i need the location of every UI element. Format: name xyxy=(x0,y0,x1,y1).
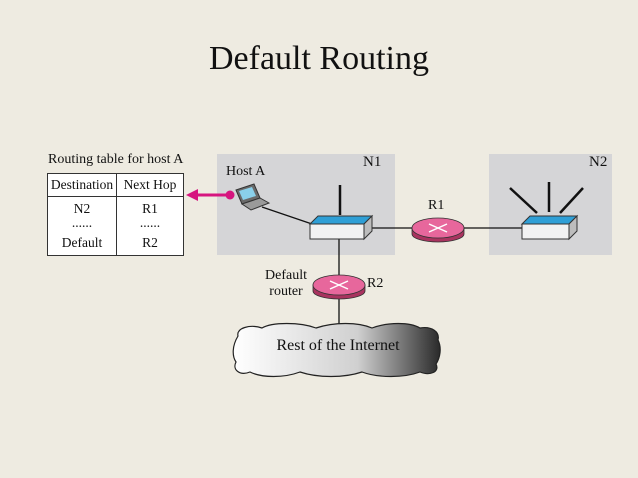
router-r2 xyxy=(312,274,366,300)
network-n1-label: N1 xyxy=(363,154,382,170)
switch-n1 xyxy=(308,185,374,241)
default-router-label-line2: router xyxy=(269,284,303,299)
routing-table-header xyxy=(48,174,183,197)
header-next-hop: Next Hop xyxy=(123,177,177,192)
host-a-label: Host A xyxy=(226,164,266,179)
routing-table-divider xyxy=(116,174,117,255)
routing-table-caption: Routing table for host A xyxy=(48,152,184,167)
router-r2-label: R2 xyxy=(367,276,384,291)
link-host-switch xyxy=(261,206,313,225)
row-destination: Default xyxy=(61,235,103,250)
header-destination: Destination xyxy=(50,177,114,192)
slide-title: Default Routing xyxy=(208,40,430,77)
row-next-hop: ...... xyxy=(139,215,161,230)
router-r1-label: R1 xyxy=(428,198,445,213)
row-destination: ...... xyxy=(71,215,93,230)
row-destination: N2 xyxy=(73,201,91,216)
routing-table-pointer xyxy=(186,189,235,201)
network-n2-label: N2 xyxy=(589,154,608,170)
row-next-hop: R2 xyxy=(142,235,158,250)
switch-n2 xyxy=(509,182,584,241)
row-next-hop: R1 xyxy=(142,201,158,216)
internet-label: Rest of the Internet xyxy=(276,337,400,354)
routing-table: Destination Next Hop N2 R1 ...... ......… xyxy=(47,173,184,256)
default-router-label-line1: Default xyxy=(265,268,307,283)
laptop-icon xyxy=(235,183,271,211)
internet-cloud xyxy=(232,322,441,378)
router-r1 xyxy=(411,217,465,243)
